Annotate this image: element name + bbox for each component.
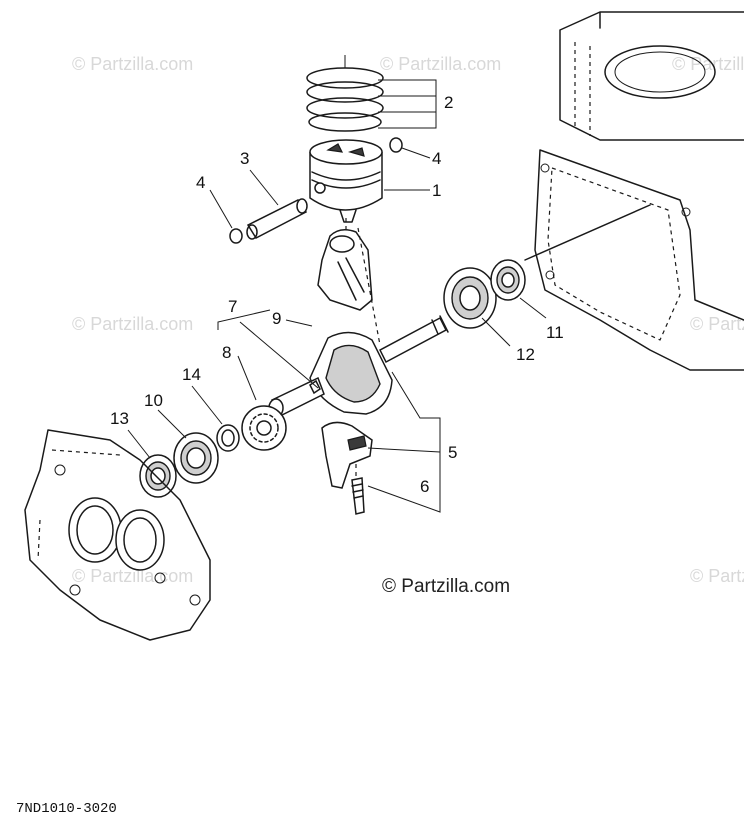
part-label-7: 7	[228, 297, 237, 316]
washer-drawing	[216, 424, 240, 452]
part-label-2: 2	[444, 93, 453, 112]
part-label-4: 4	[196, 173, 205, 192]
watermarks: © Partzilla.com © Partzilla.com © Partzi…	[72, 54, 744, 586]
bearing-11-drawing	[490, 259, 526, 301]
watermark-text: © Partzilla.com	[690, 566, 744, 586]
bearing-10-drawing	[173, 432, 219, 484]
part-label-4: 4	[432, 149, 441, 168]
leader-lines	[127, 79, 547, 513]
crankcase-right-drawing	[524, 149, 744, 371]
watermark-text: © Partzilla.com	[72, 54, 193, 74]
watermark-text: © Partzilla.com	[690, 314, 744, 334]
piston-pin-drawing	[246, 198, 308, 240]
part-label-13: 13	[110, 409, 129, 428]
part-label-8: 8	[222, 343, 231, 362]
part-label-14: 14	[182, 365, 201, 384]
part-label-1: 1	[432, 181, 441, 200]
bearing-12-drawing	[443, 267, 497, 329]
rod-cap-drawing	[321, 421, 373, 515]
part-label-9: 9	[272, 309, 281, 328]
piston-drawing	[309, 139, 383, 223]
part-label-5: 5	[448, 443, 457, 462]
connecting-rod-drawing	[317, 218, 381, 346]
watermark-text: © Partzilla.com	[380, 54, 501, 74]
piston-rings-drawing	[306, 55, 384, 132]
part-label-3: 3	[240, 149, 249, 168]
part-label-6: 6	[420, 477, 429, 496]
part-label-12: 12	[516, 345, 535, 364]
cylinder-block-drawing	[559, 11, 744, 141]
part-labels: 1 2 3 4 4 5 6 7 8 9 10 11 12 13 14	[110, 93, 564, 496]
part-label-11: 11	[546, 323, 564, 342]
diagram-code: 7ND1010-3020	[16, 801, 117, 817]
watermark-text: © Partzilla.com	[72, 566, 193, 586]
circlip-drawing	[229, 137, 403, 244]
copyright-notice: © Partzilla.com	[382, 576, 510, 597]
gear-drawing	[241, 405, 287, 451]
part-label-10: 10	[144, 391, 163, 410]
crankcase-left-drawing	[24, 429, 211, 641]
watermark-text: © Partzilla.com	[672, 54, 744, 74]
watermark-text: © Partzilla.com	[72, 314, 193, 334]
crankshaft-drawing	[268, 315, 449, 418]
